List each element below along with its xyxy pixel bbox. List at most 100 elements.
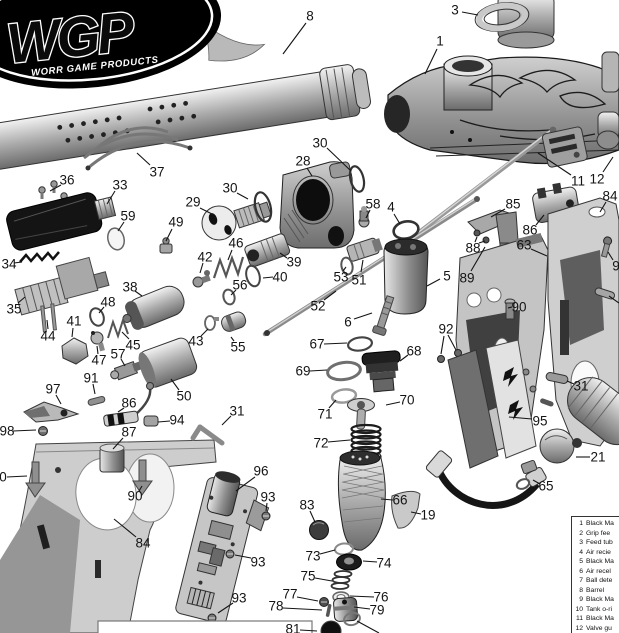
wgp-logo: WGP WORR GAME PRODUCTS [0, 0, 266, 89]
pump-piston-part [138, 337, 198, 389]
legend-box-partial [97, 620, 313, 633]
braided-hose-part [425, 450, 547, 509]
right-edge-part [601, 51, 619, 93]
oring-80-part [343, 611, 361, 627]
spacer-94-part [143, 415, 159, 427]
valve-body-part [383, 238, 429, 315]
parts-list-row-name: Air recie [586, 548, 611, 556]
ram-cylinder-part [122, 285, 185, 330]
grip-screw-left-part [25, 461, 46, 498]
oring-56-part [222, 288, 236, 306]
oring-73-part [334, 542, 354, 556]
thumb-knob-part [309, 520, 329, 540]
barrel-porting-holes [57, 100, 197, 143]
parts-list-row-number: 12 [575, 625, 583, 633]
pin-78-part [325, 603, 332, 617]
parts-list-row-number: 11 [575, 615, 583, 623]
bolt-55-part [221, 311, 247, 332]
feed-ring-part [474, 2, 530, 32]
long-screw-part [372, 295, 395, 336]
valve-seat-part [336, 553, 362, 571]
pin-91-part [87, 395, 106, 406]
parts-list-row-number: 6 [579, 567, 583, 575]
guard-bracket-part [391, 490, 421, 529]
frame-screws-part [437, 349, 462, 363]
flame-engraving [459, 69, 607, 141]
spring-wires-part [83, 126, 193, 171]
oring-67-part [346, 336, 374, 352]
parts-list-row-name: Ball dete [586, 577, 613, 585]
pins-part [40, 303, 58, 333]
fitting-58-part [358, 206, 370, 228]
oring-69-part [326, 360, 362, 382]
spring-46-part [212, 254, 245, 280]
parts-list-row-name: Black Ma [586, 520, 614, 527]
oring-48-part [89, 307, 105, 327]
linkage-rod-part [262, 196, 480, 337]
hose-barb-part [103, 382, 154, 427]
parts-list-row-name: Black Ma [586, 615, 614, 623]
screw-98-part [38, 426, 48, 436]
reg-knob-part [539, 428, 582, 464]
oring-40-part [245, 264, 261, 288]
valve-retainer-part [333, 597, 358, 622]
fitting-39-part [244, 233, 291, 268]
elbow-fitting-part [515, 459, 538, 490]
parts-list-row-number: 5 [579, 558, 583, 566]
plate-screws-part [207, 511, 271, 623]
reg-body-part [567, 376, 619, 446]
fitting-51-part [346, 237, 383, 262]
fitting-57-part [110, 360, 143, 381]
grip-panels-part [447, 339, 554, 469]
parts-list-row-name: Grip fee [586, 529, 611, 537]
oring-71-part [330, 388, 358, 404]
allen-key-part [190, 424, 225, 446]
parts-list-row-number: 7 [579, 577, 583, 585]
clip-43-part [204, 315, 219, 331]
bearing-part [90, 331, 105, 352]
parts-list-row-name: Black Ma [586, 558, 614, 566]
knob-part [61, 337, 89, 365]
parts-list-row-name: Tank o-ri [586, 605, 613, 613]
valve-assembly-part [361, 350, 401, 393]
logo-brand-text: WGP [4, 0, 138, 75]
oring-30b-part [348, 165, 366, 193]
screw-77-part [319, 597, 329, 607]
parts-list-row-name: Barrel [586, 586, 605, 594]
solenoid-block-part [14, 256, 110, 316]
oring-30a-part [253, 191, 273, 223]
foregrip-part [337, 450, 386, 551]
fitting-42-part [192, 270, 211, 288]
parts-list-row-name: Valve gu [586, 625, 612, 633]
parts-list-row-number: 4 [579, 548, 583, 556]
parts-list-row-name: Black Ma [586, 596, 614, 604]
right-screw-part [600, 236, 613, 258]
wing-knob-part [23, 401, 80, 423]
oring-4-part [392, 219, 420, 241]
parts-list-row-number: 1 [579, 520, 583, 527]
barrel-part [0, 64, 371, 171]
parts-list-row-number: 8 [579, 586, 583, 594]
seal-disc-part [107, 227, 125, 251]
spring-45-part [107, 316, 129, 340]
hammer-cup-part [99, 443, 125, 473]
trigger-plate-part [175, 471, 270, 625]
parts-list-row-number: 10 [575, 605, 583, 613]
grip-screw-right-part [132, 459, 153, 496]
valve-spring-part [330, 570, 353, 590]
parts-list-row-number: 2 [579, 529, 583, 537]
front-block-part [279, 161, 355, 249]
